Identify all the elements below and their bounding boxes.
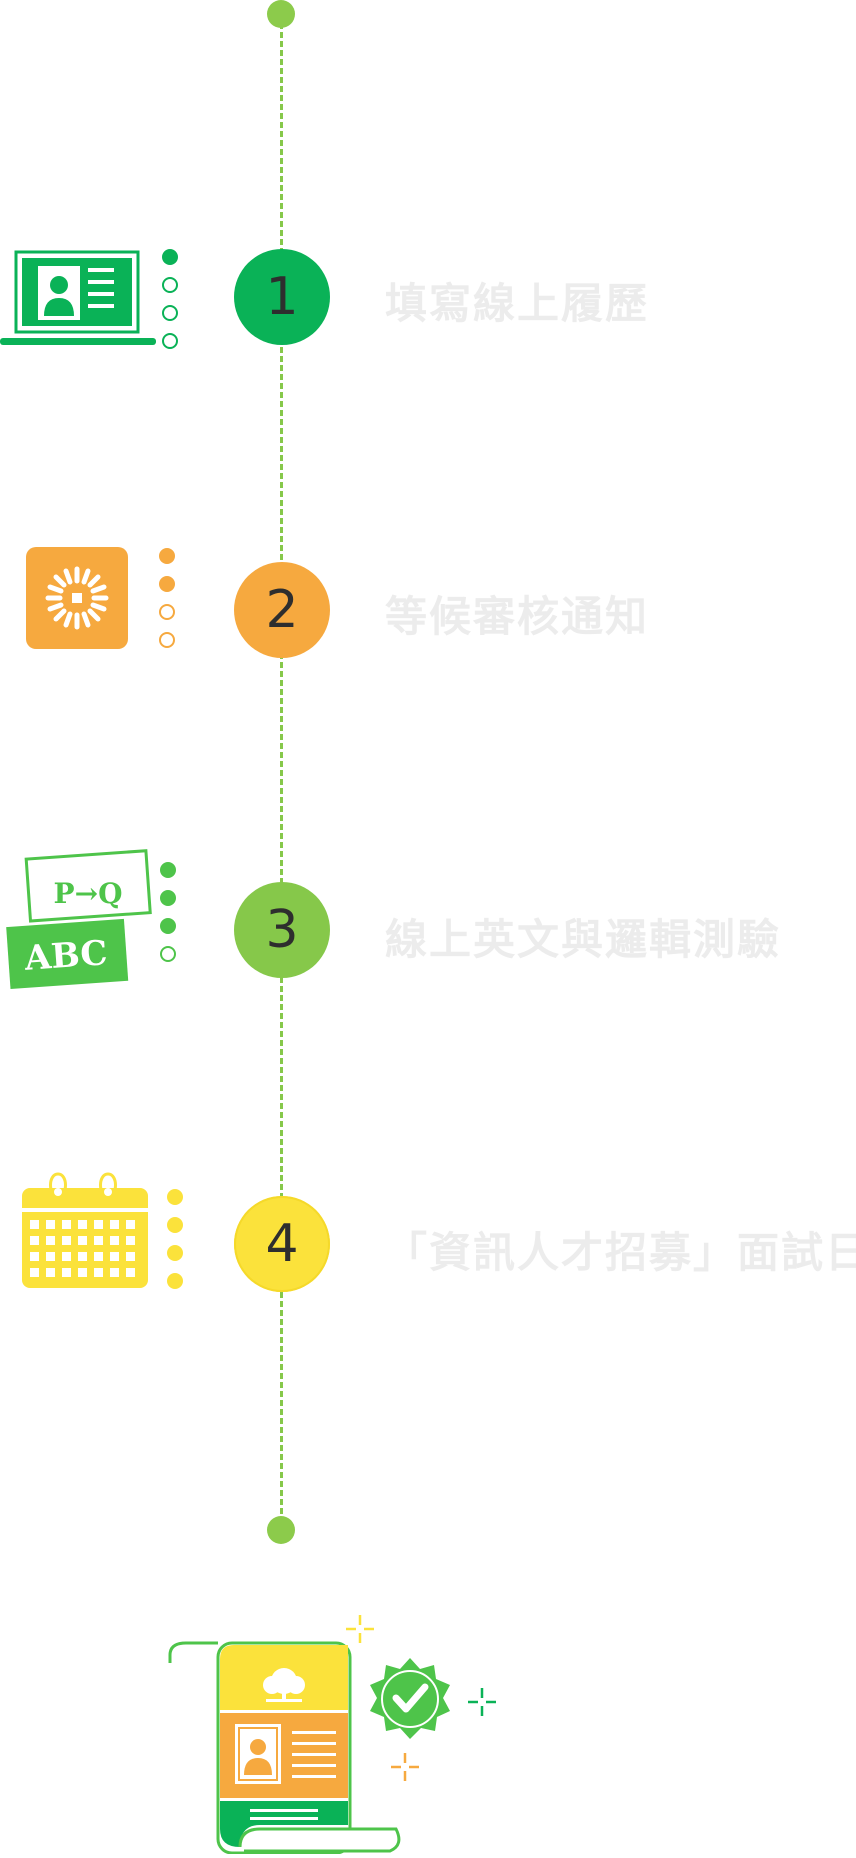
progress-dots-1: [162, 249, 182, 361]
progress-dot-filled: [159, 548, 175, 564]
progress-dot-empty: [159, 632, 175, 648]
progress-dot-empty: [162, 333, 178, 349]
progress-dot-filled: [159, 576, 175, 592]
step-label-1: 填寫線上履歷: [385, 279, 650, 328]
step-label-2: 等候審核通知: [385, 592, 650, 641]
step-number-2: 2: [234, 562, 330, 658]
step-number-1: 1: [234, 249, 330, 345]
progress-dot-filled: [167, 1189, 183, 1205]
laptop-resume-icon: [0, 250, 156, 354]
progress-dot-empty: [162, 277, 178, 293]
progress-dots-3: [160, 862, 180, 974]
progress-dot-empty: [162, 305, 178, 321]
progress-dot-filled: [160, 862, 176, 878]
step-label-4: 「資訊人才招募」面試日: [385, 1228, 856, 1277]
loading-icon: [26, 547, 128, 653]
progress-dot-filled: [167, 1245, 183, 1261]
progress-dot-filled: [162, 249, 178, 265]
logic-abc-icon: P→Q ABC: [4, 845, 152, 995]
logic-card-text: P→Q: [54, 877, 123, 910]
step-label-3: 線上英文與邏輯測驗: [385, 915, 782, 964]
calendar-icon: [20, 1170, 150, 1294]
timeline-start-dot: [267, 0, 295, 28]
progress-dot-filled: [167, 1217, 183, 1233]
timeline-line: [280, 14, 283, 1532]
progress-dot-empty: [160, 946, 176, 962]
progress-dot-filled: [160, 918, 176, 934]
progress-dot-filled: [160, 890, 176, 906]
progress-dot-filled: [167, 1273, 183, 1289]
step-number-4: 4: [234, 1196, 330, 1292]
progress-dots-4: [167, 1189, 187, 1301]
abc-card-text: ABC: [22, 933, 108, 979]
certificate-badge-icon: [160, 1615, 510, 1858]
timeline-end-dot: [267, 1516, 295, 1544]
step-number-3: 3: [234, 882, 330, 978]
progress-dot-empty: [159, 604, 175, 620]
progress-dots-2: [159, 548, 179, 660]
